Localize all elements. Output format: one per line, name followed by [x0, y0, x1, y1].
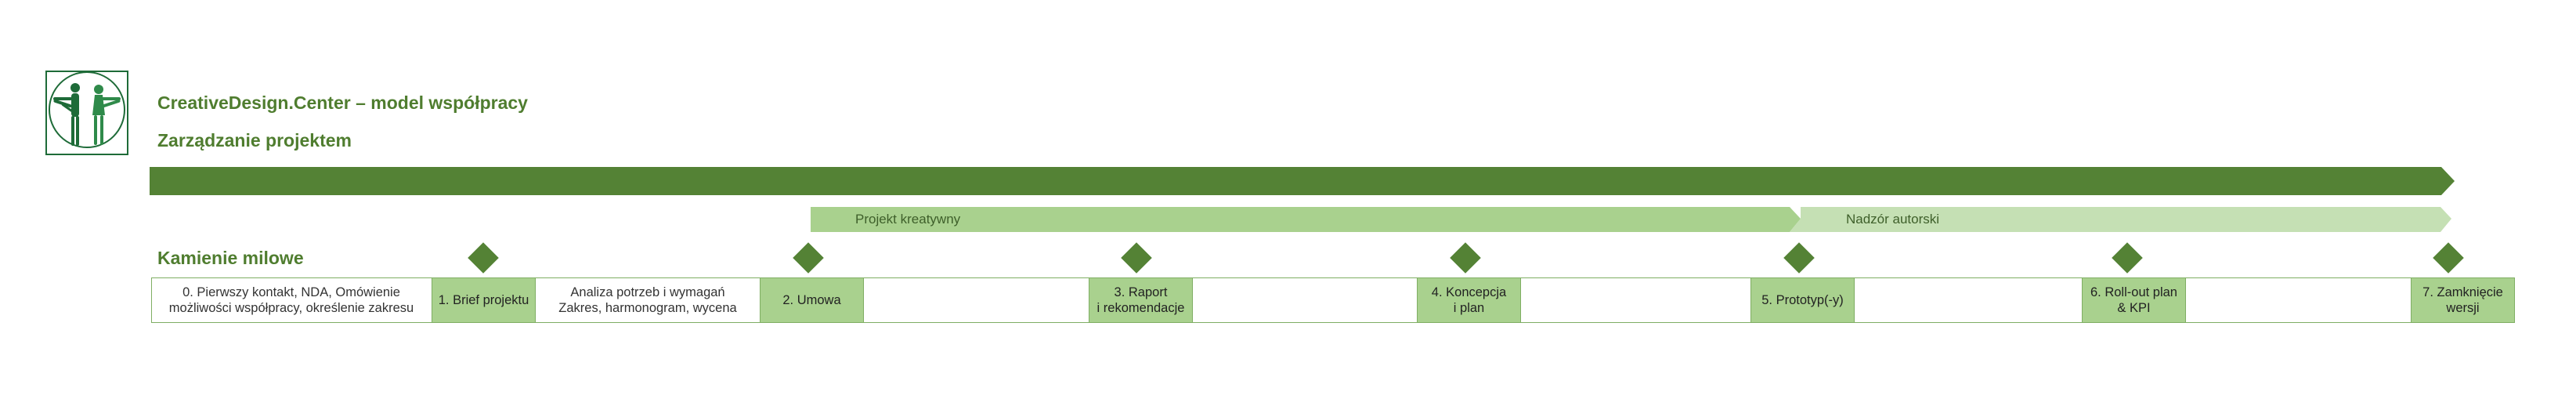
author-supervision-band	[1790, 207, 2451, 232]
section-title-project-management: Zarządzanie projektem	[157, 130, 352, 150]
timeline-cell-gap-2	[1193, 277, 1417, 323]
page-title: CreativeDesign.Center – model współpracy	[157, 92, 528, 113]
milestone-concept: 4. Koncepcja i plan	[1417, 277, 1521, 323]
section-title-milestones: Kamienie milowe	[157, 248, 304, 268]
timeline-cell-intro: 0. Pierwszy kontakt, NDA, Omówienie możl…	[151, 277, 432, 323]
project-management-band	[150, 167, 2455, 195]
timeline-cell-gap-5	[2186, 277, 2411, 323]
timeline-cell-gap-4	[1855, 277, 2082, 323]
band-label-creative: Projekt kreatywny	[855, 212, 961, 227]
milestone-brief: 1. Brief projektu	[432, 277, 536, 323]
creative-project-band	[811, 207, 1801, 232]
timeline-cell-analysis: Analiza potrzeb i wymagań Zakres, harmon…	[536, 277, 760, 323]
timeline-cell-gap-1	[864, 277, 1089, 323]
milestone-contract: 2. Umowa	[760, 277, 864, 323]
band-label-supervision: Nadzór autorski	[1846, 212, 1940, 227]
milestone-report: 3. Raport i rekomendacje	[1089, 277, 1193, 323]
milestone-prototype: 5. Prototyp(-y)	[1750, 277, 1855, 323]
milestone-rollout: 6. Roll-out plan & KPI	[2082, 277, 2186, 323]
logo-icon	[45, 71, 128, 155]
timeline-cell-gap-3	[1521, 277, 1750, 323]
milestone-closure: 7. Zamknięcie wersji	[2411, 277, 2515, 323]
